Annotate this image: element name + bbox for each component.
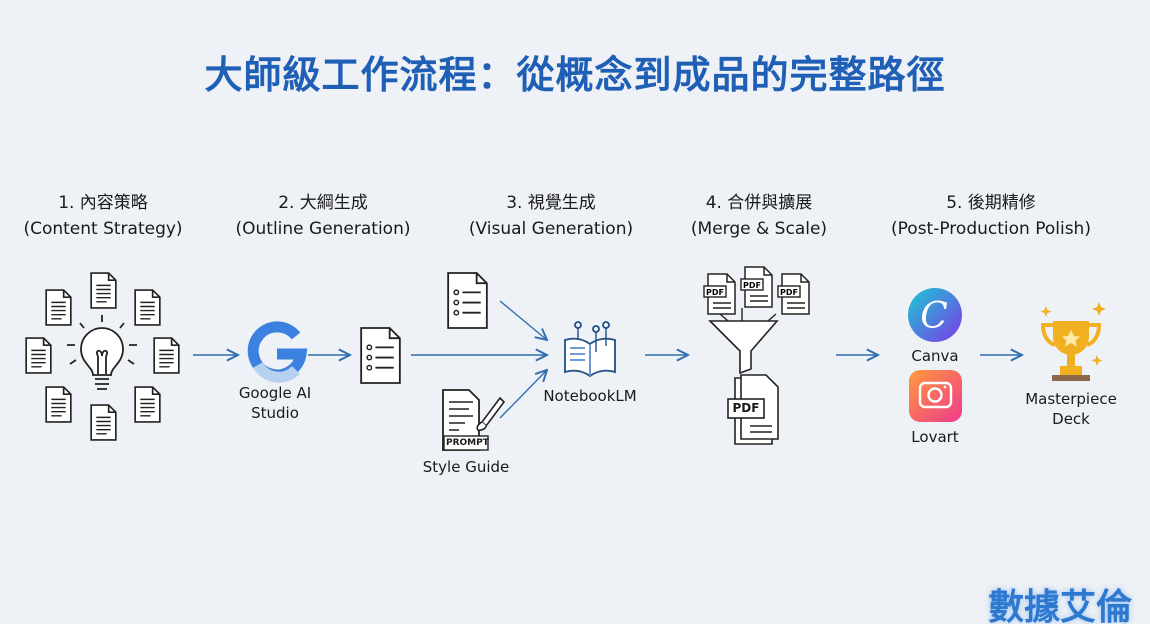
google-ai-studio-label: Google AI Studio	[205, 383, 345, 423]
google-g-logo-icon	[247, 321, 308, 383]
outline-document-icon	[360, 327, 401, 384]
label-line: Deck	[1052, 410, 1090, 428]
label-line: Studio	[251, 404, 299, 422]
step-title-en: (Outline Generation)	[235, 219, 411, 239]
label-line: Google AI	[238, 384, 312, 402]
watermark: 數據艾倫	[987, 587, 1132, 624]
style-guide-label: Style Guide	[422, 458, 510, 476]
prompt-label: PROMPT	[446, 438, 489, 448]
notebooklm-label: NotebookLM	[543, 387, 637, 405]
step-title-en: (Content Strategy)	[23, 219, 183, 239]
step-title-en: (Merge & Scale)	[690, 219, 828, 239]
outline-document-icon	[447, 272, 488, 329]
merged-pdf-label: PDF	[732, 401, 760, 415]
page-title: 大師級工作流程：從概念到成品的完整路徑	[204, 53, 946, 97]
step-5-header: 5. 後期精修 (Post-Production Polish)	[861, 190, 1121, 242]
step-title-en: (Post-Production Polish)	[891, 219, 1091, 239]
step-title-zh: 2. 大綱生成	[278, 193, 368, 213]
step-1-header: 1. 內容策略 (Content Strategy)	[0, 190, 223, 242]
notebook-icon	[564, 321, 616, 378]
lovart-camera-icon	[909, 370, 962, 422]
flow-arrows	[193, 300, 1022, 419]
lightbulb-icon	[67, 315, 137, 390]
lovart-label: Lovart	[911, 428, 959, 446]
canva-label: Canva	[911, 347, 959, 365]
step-3-header: 3. 視覺生成 (Visual Generation)	[431, 190, 671, 242]
svg-text:C: C	[920, 296, 948, 337]
step-4-header: 4. 合併與擴展 (Merge & Scale)	[639, 190, 879, 242]
step-title-zh: 3. 視覺生成	[506, 193, 596, 213]
step-2-header: 2. 大綱生成 (Outline Generation)	[203, 190, 443, 242]
prompt-document-icon	[442, 389, 506, 451]
step-title-zh: 1. 內容策略	[58, 193, 148, 213]
step-title-zh: 4. 合併與擴展	[705, 193, 813, 213]
label-line: Masterpiece	[1025, 390, 1117, 408]
canva-logo-icon: C	[908, 288, 962, 342]
step-title-zh: 5. 後期精修	[946, 193, 1036, 213]
step-title-en: (Visual Generation)	[468, 219, 634, 239]
trophy-icon	[1040, 302, 1106, 381]
pdf-merge-funnel-icon	[703, 266, 810, 445]
